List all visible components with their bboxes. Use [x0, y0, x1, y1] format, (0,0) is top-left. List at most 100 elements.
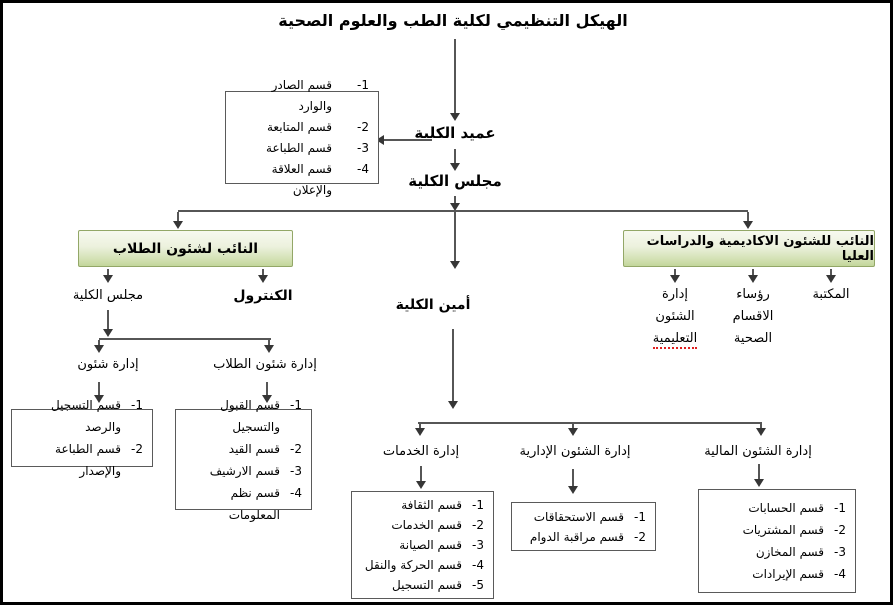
arrowhead-down — [94, 395, 104, 403]
list-item-text: قسم الإيرادات — [752, 567, 824, 581]
list-item-number: 2- — [472, 518, 484, 532]
list-item-number: 2- — [834, 523, 846, 537]
arrowhead-down — [743, 221, 753, 229]
arrowhead-down — [748, 275, 758, 283]
node-dept-heads-line2: الاقسام — [732, 309, 774, 324]
list-item-text: قسم الخدمات — [391, 518, 462, 532]
list-item: 3- قسم الصيانة — [361, 535, 484, 555]
node-dept-heads-line1: رؤساء — [736, 287, 770, 302]
list-item: 2-قسم الطباعة والإصدار — [21, 438, 143, 482]
node-student-affairs-admin: إدارة شئون الطلاب — [213, 357, 317, 372]
connector — [262, 269, 264, 276]
list-item-number: 1- — [834, 501, 846, 515]
list-item: 2-قسم المشتريات — [708, 519, 846, 541]
spellcheck-underline: التعليمية — [652, 331, 698, 349]
connector-branch-secretary — [454, 212, 456, 262]
list-item-number: 1- — [472, 498, 484, 512]
connector-branch-right — [747, 212, 749, 221]
student-affairs-box: 1-قسم القبول والتسجيل 2-قسم القيد 3-قسم … — [175, 398, 312, 522]
list-item-number: 3- — [357, 140, 369, 155]
node-services-admin: إدارة الخدمات — [382, 444, 460, 459]
list-item-text: قسم القيد — [228, 441, 280, 456]
connector — [758, 464, 760, 480]
connector-title-dean — [454, 39, 456, 113]
connector — [98, 382, 100, 396]
node-educational-affairs-line3: التعليمية — [635, 331, 715, 349]
list-item-number: 2- — [357, 119, 369, 134]
node-college-council: مجلس الكلية — [408, 172, 502, 190]
node-affairs-admin: إدارة شئون — [77, 357, 139, 372]
arrowhead-down — [258, 275, 268, 283]
arrowhead-down — [754, 479, 764, 487]
list-item-text: قسم الصيانة — [399, 538, 462, 552]
arrowhead-down — [264, 345, 274, 353]
list-item: 5- قسم التسجيل — [361, 575, 484, 595]
list-item: 3- قسم الارشيف — [185, 460, 302, 482]
arrowhead-down — [103, 275, 113, 283]
arrowhead-down — [173, 221, 183, 229]
list-item: 4-قسم العلاقة والإعلان — [235, 159, 369, 201]
list-item: 1-قسم القبول والتسجيل — [185, 394, 302, 438]
node-secretary: أمين الكلية — [395, 297, 471, 313]
list-item-number: 4- — [357, 161, 369, 176]
services-box: 1- قسم الثقافة 2- قسم الخدمات 3- قسم الصيان… — [351, 491, 494, 599]
list-item: 4-قسم نظم المعلومات — [185, 482, 302, 526]
arrowhead-down — [826, 275, 836, 283]
list-item-number: 1- — [131, 398, 143, 412]
connector — [572, 469, 574, 487]
administrative-box: 1-قسم الاستحقاقات 2-قسم مراقبة الدوام — [511, 502, 656, 551]
node-educational-affairs-line1: إدارة — [661, 287, 689, 302]
arrowhead-down — [103, 329, 113, 337]
list-item-text: قسم التسجيل — [391, 578, 462, 592]
list-item-text: قسم نظم المعلومات — [228, 485, 280, 522]
arrowhead-down — [262, 395, 272, 403]
list-item-text: قسم الارشيف — [209, 463, 280, 478]
list-item-number: 3- — [290, 463, 302, 478]
connector — [98, 340, 100, 346]
connector — [99, 338, 271, 340]
list-item-number: 4- — [472, 558, 484, 572]
list-item: 2-قسم المتابعة — [235, 117, 369, 138]
financial-box: 1-قسم الحسابات 2-قسم المشتريات 3-قسم الم… — [698, 489, 856, 593]
node-admin-affairs: إدارة الشئون الإدارية — [519, 444, 631, 459]
connector — [107, 310, 109, 330]
connector — [268, 340, 270, 346]
node-vice-academic: النائب للشئون الاكاديمية والدراسات العلي… — [623, 230, 875, 267]
list-item-number: 1- — [357, 77, 369, 92]
connector — [830, 269, 832, 276]
arrowhead-down — [416, 481, 426, 489]
connector — [266, 382, 268, 396]
page-title: الهيكل التنظيمي لكلية الطب والعلوم الصحي… — [278, 11, 628, 30]
arrowhead-down — [415, 428, 425, 436]
list-item-text: قسم الطباعة — [266, 140, 332, 155]
list-item-text: قسم الاستحقاقات — [533, 509, 624, 524]
arrowhead-down — [450, 261, 460, 269]
list-item: 4- قسم الإيرادات — [708, 563, 846, 585]
list-item-text: قسم الصادر والوارد — [271, 77, 332, 113]
list-item-number: 1- — [290, 397, 302, 412]
list-item: 1-قسم الحسابات — [708, 497, 846, 519]
list-item-text: قسم الثقافة — [401, 498, 462, 512]
arrowhead-down — [450, 163, 460, 171]
list-item: 3- قسم الطباعة — [235, 138, 369, 159]
list-item-number: 5- — [472, 578, 484, 592]
connector-main-branch — [178, 210, 748, 212]
list-item: 2-قسم مراقبة الدوام — [521, 527, 646, 547]
list-item-text: قسم التسجيل والرصد — [50, 398, 121, 434]
list-item-number: 4- — [834, 567, 846, 581]
arrowhead-down — [450, 113, 460, 121]
connector — [418, 422, 762, 424]
list-item-text: قسم المخازن — [755, 545, 824, 559]
arrowhead-down — [670, 275, 680, 283]
list-item: 4-قسم الحركة والنقل — [361, 555, 484, 575]
list-item-number: 2- — [290, 441, 302, 456]
connector-branch-left — [177, 212, 179, 221]
list-item-number: 2- — [634, 529, 646, 544]
node-vice-students: النائب لشئون الطلاب — [78, 230, 293, 267]
connector-secretary-branch — [452, 329, 454, 403]
list-item-number: 3- — [472, 538, 484, 552]
node-control: الكنترول — [233, 288, 293, 304]
dean-departments-box: 1- قسم الصادر والوارد 2-قسم المتابعة 3- قس… — [225, 78, 379, 197]
node-council-left: مجلس الكلية — [72, 288, 144, 303]
connector — [420, 466, 422, 482]
